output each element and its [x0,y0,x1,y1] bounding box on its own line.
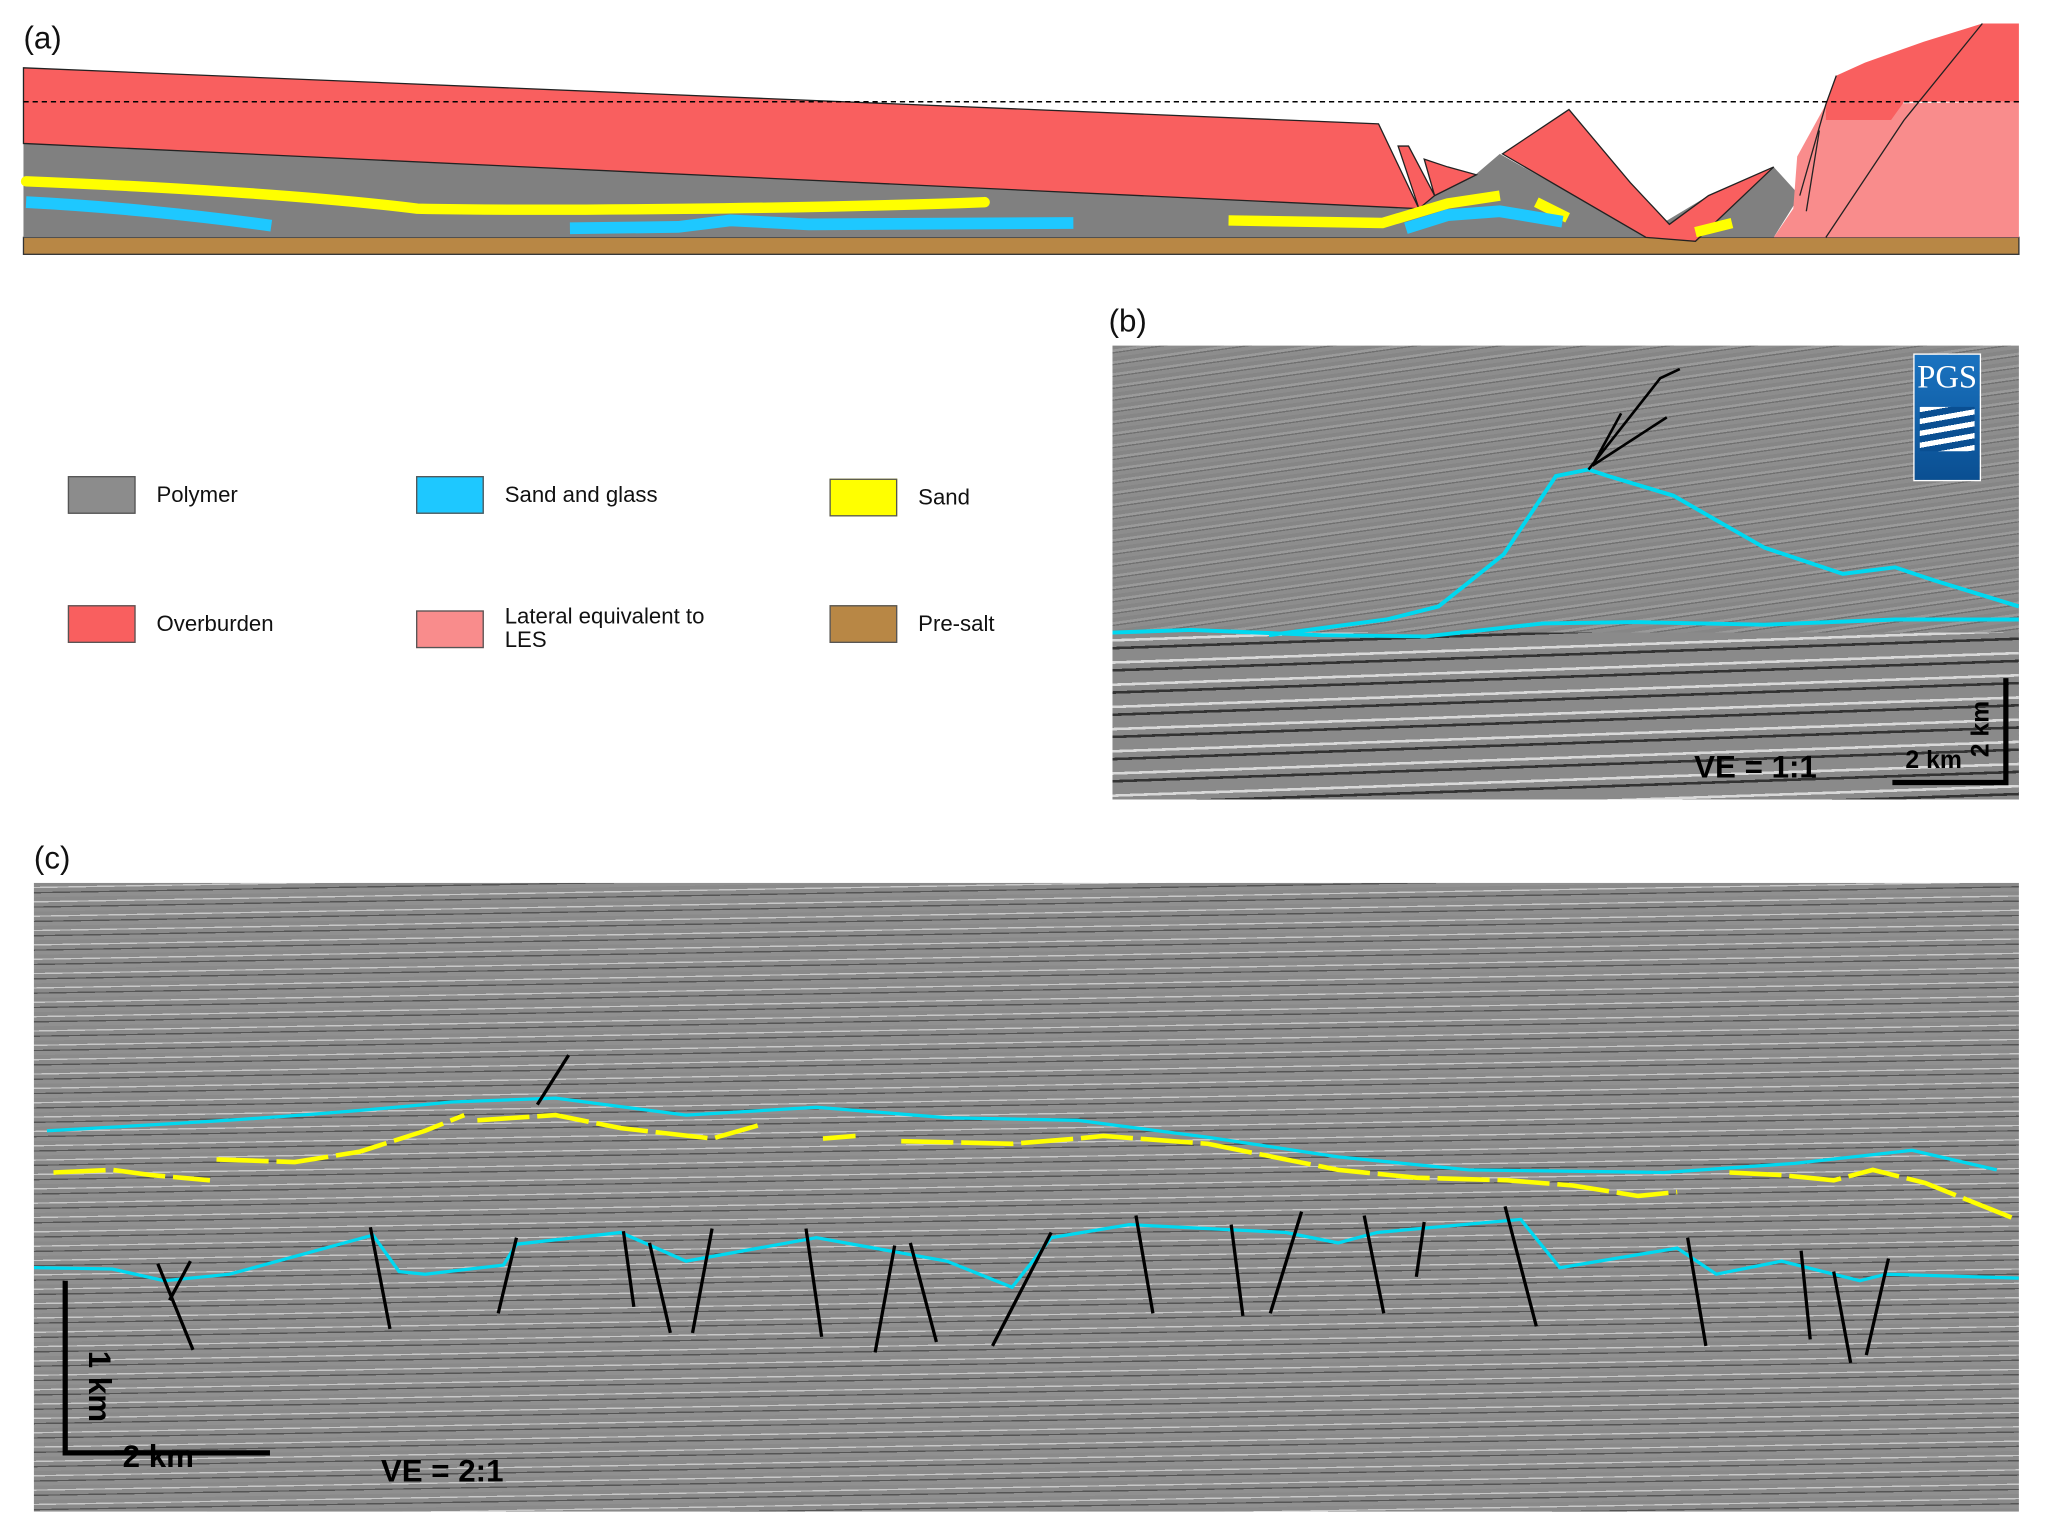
legend-swatch [67,605,136,643]
legend-label: Sand and glass [504,481,658,507]
legend-swatch [829,478,898,517]
vertical-exaggeration-label: VE = 2:1 [380,1454,504,1490]
legend-swatch [829,605,898,643]
cross-section-diagram [20,23,2020,255]
scale-bar [1892,678,2009,786]
vertical-scale-label: 1 km [81,1350,117,1423]
legend-label: Polymer [156,481,238,507]
legend-label: Sand [918,484,970,510]
les-equivalent [1773,101,2019,238]
legend-label: Pre-salt [918,611,995,636]
overburden-right [1825,23,2019,120]
legend-item-overburden: Overburden [67,605,274,643]
fault-lines [156,1054,1891,1364]
panel-a-label: (a) [23,20,62,57]
vertical-scale-label: 2 km [1967,700,1995,758]
sand-and-glass-body [25,196,1564,235]
seismic-section-c: 2 km 1 km VE = 2:1 [33,882,2019,1512]
legend-swatch [416,476,484,514]
legend-label: Overburden [156,611,274,636]
legend-item-sand-and-glass: Sand and glass [416,476,658,514]
legend-item-sand: Sand [829,478,970,517]
horizontal-scale-label: 2 km [1905,747,1962,775]
panel-b-label: (b) [1108,303,1147,340]
horizon-line [1112,617,2019,639]
horizontal-scale-label: 2 km [122,1439,194,1476]
vertical-exaggeration-label: VE = 1:1 [1694,749,1817,786]
legend-swatch [416,609,484,648]
legend-item-les-equivalent: Lateral equivalent to LES [416,603,713,653]
overburden-fault-blocks [1397,145,1479,210]
legend-label: Lateral equivalent to LES [504,603,705,653]
logo-text: PGS [1917,359,1978,396]
scale-bar [62,1280,270,1456]
seismic-section-b: PGS VE = 1:1 2 km 2 km [1112,345,2019,800]
overburden-crest [1501,108,1775,242]
fault-line [1587,367,1681,471]
horizon-line [46,1096,1998,1175]
legend-item-polymer: Polymer [67,476,238,514]
sand-body [1534,197,1734,238]
sand-body [1228,190,1501,229]
pgs-logo: PGS [1913,353,1982,482]
horizon-line [1268,467,2019,638]
legend-item-pre-salt: Pre-salt [829,605,995,643]
sand-body [20,176,990,215]
panel-c-label: (c) [33,841,71,877]
legend-swatch [67,476,136,514]
horizon-line [33,1217,2019,1290]
sand-horizon [53,1112,2018,1222]
pre-salt-layer [22,236,2020,255]
